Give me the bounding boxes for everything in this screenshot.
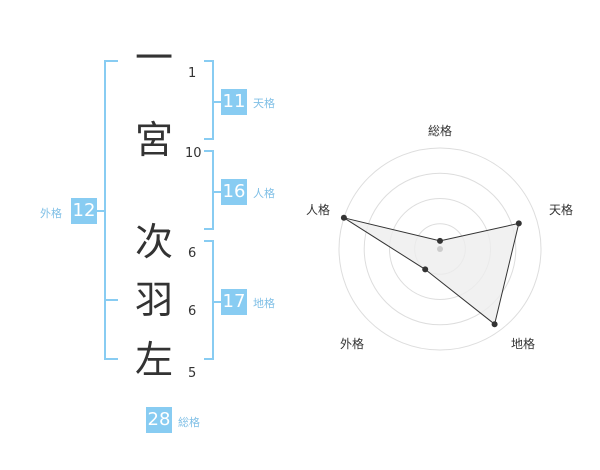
tenkaku-bracket-vertical (212, 60, 214, 140)
name-char-4: 羽 (134, 278, 173, 322)
radar-point-1 (437, 237, 443, 244)
radar-point-5 (340, 214, 347, 221)
name-char-1: 一 (134, 36, 173, 80)
gaikaku-label: 外格 (40, 207, 62, 220)
stroke-count-4: 6 (188, 304, 197, 319)
tenkaku-value-badge: 11 (221, 89, 247, 115)
tenkaku-bracket-top (204, 60, 214, 62)
gaikaku-bracket-top (104, 60, 118, 62)
tenkaku-label: 天格 (253, 97, 275, 110)
chikaku-label: 地格 (253, 297, 275, 310)
jinkaku-label: 人格 (253, 187, 275, 200)
stroke-count-1: 1 (188, 66, 197, 81)
radar-point-3 (491, 321, 498, 328)
jinkaku-bracket-vertical (212, 150, 214, 230)
stroke-count-5: 5 (188, 366, 197, 381)
tenkaku-bracket-bottom (204, 138, 214, 140)
chikaku-bracket-bottom (204, 358, 214, 360)
stroke-count-2: 10 (185, 146, 202, 161)
name-char-5: 左 (134, 338, 173, 382)
stroke-count-3: 6 (188, 246, 197, 261)
gaikaku-bracket-vertical (104, 60, 106, 360)
gaikaku-bracket-connector (96, 210, 104, 212)
soukaku-label: 総格 (178, 416, 200, 429)
radar-label-top: 総格 (428, 124, 453, 138)
radar-points (340, 214, 522, 328)
jinkaku-bracket-connector (214, 191, 221, 193)
gaikaku-value-badge: 12 (71, 198, 97, 224)
radar-grid-ring (363, 172, 517, 326)
chikaku-bracket-top (204, 240, 214, 242)
name-char-3: 次 (134, 220, 173, 264)
radar-grid-ring (338, 147, 542, 351)
soukaku-value-badge: 28 (146, 407, 172, 433)
jinkaku-value-badge: 16 (221, 179, 247, 205)
gaikaku-bracket-bottom (104, 358, 118, 360)
tenkaku-bracket-connector (214, 101, 221, 103)
jinkaku-bracket-bottom (204, 228, 214, 230)
chikaku-value-badge: 17 (221, 289, 247, 315)
radar-label-lower-right: 地格 (511, 337, 536, 351)
radar-point-2 (515, 220, 522, 227)
radar-center-dot (437, 246, 443, 252)
radar-label-upper-right: 天格 (549, 203, 574, 217)
chikaku-bracket-connector (214, 301, 221, 303)
jinkaku-bracket-top (204, 150, 214, 152)
radar-label-lower-left: 外格 (340, 337, 365, 351)
name-char-2: 宮 (134, 118, 173, 162)
radar-grid (338, 147, 542, 351)
radar-point-4 (422, 266, 429, 273)
chikaku-bracket-vertical (212, 240, 214, 360)
gaikaku-bracket-mid (104, 299, 118, 301)
radar-polygon (343, 217, 520, 326)
radar-label-upper-left: 人格 (306, 203, 331, 217)
